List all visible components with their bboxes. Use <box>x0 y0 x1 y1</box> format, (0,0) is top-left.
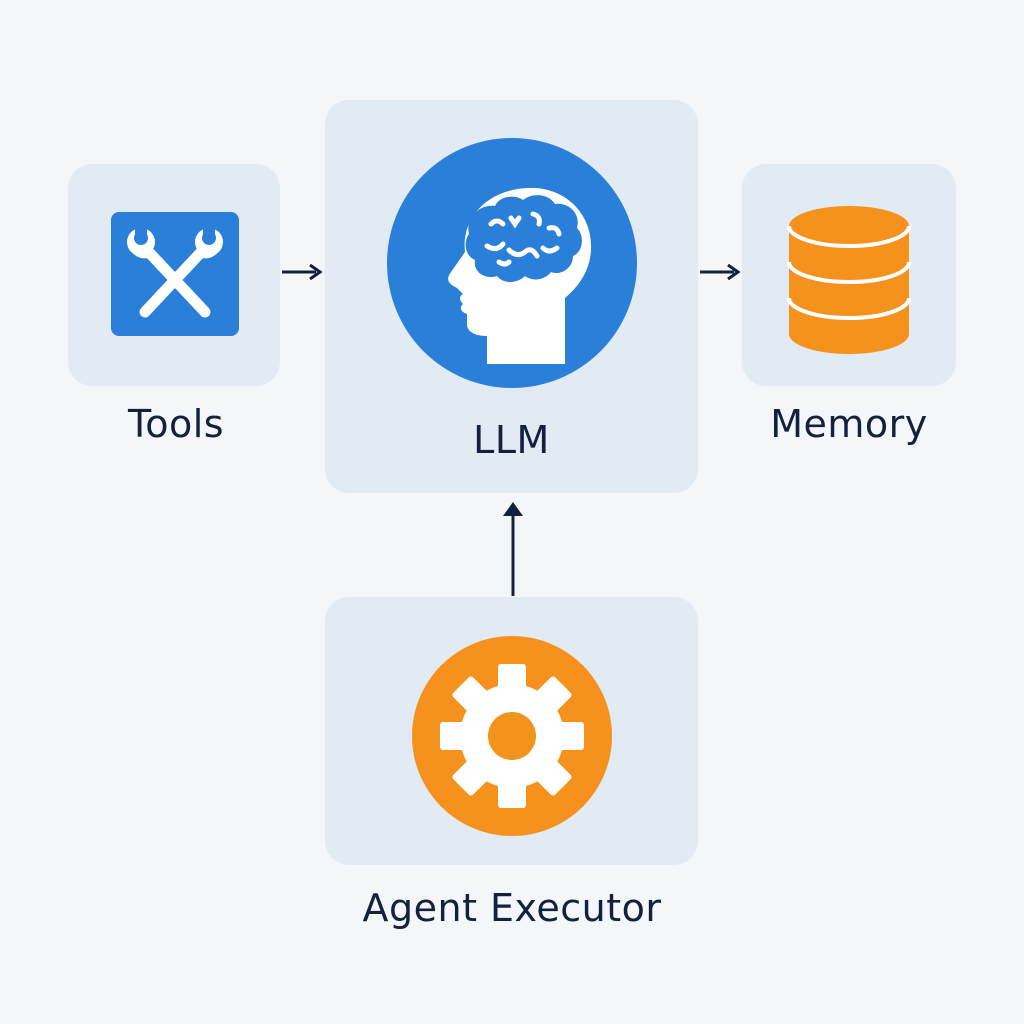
arrow-executor-to-llm <box>503 502 523 596</box>
memory-label: Memory <box>770 402 928 446</box>
brain-head-icon <box>387 138 637 388</box>
arrow-tools-to-llm <box>282 263 323 281</box>
wrench-icon <box>111 212 239 336</box>
tools-label: Tools <box>127 402 225 446</box>
database-icon <box>787 206 911 354</box>
gear-icon <box>412 636 612 836</box>
arrow-llm-to-memory <box>700 263 741 281</box>
agent-executor-label: Agent Executor <box>362 886 662 930</box>
llm-label: LLM <box>473 418 550 462</box>
